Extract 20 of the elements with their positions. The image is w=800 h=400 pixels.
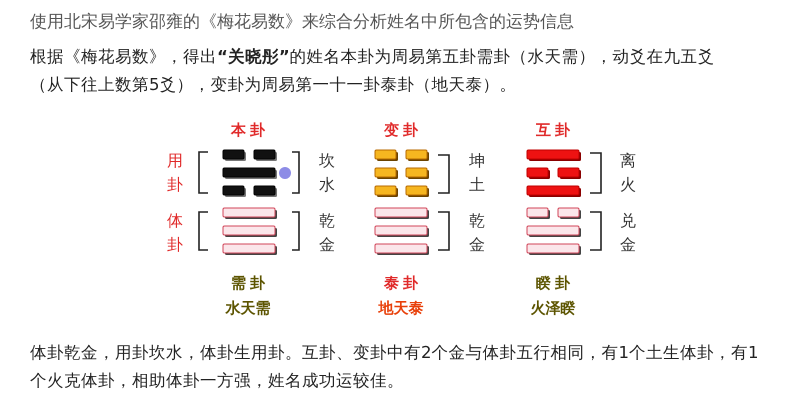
conclusion-paragraph: 体卦乾金，用卦坎水，体卦生用卦。互卦、变卦中有2个金与体卦五行相同，有1个土生体卦，有1个火克体卦，相助体卦一方强，姓名成功运较佳。: [30, 342, 760, 392]
intro-paragraph: 根据《梅花易数》，得出“关晓彤”的姓名本卦为周易第五卦需卦（水天需），动爻在九五爻（从下往上数第5爻），变卦为周易第一十一卦泰卦（地天泰）。: [30, 46, 716, 96]
trigram-label: 离火: [620, 150, 636, 196]
hexagram-title: 本卦: [230, 121, 269, 139]
hexagram-name: 睽卦: [535, 274, 574, 292]
hexagram-full-name: 水天需: [226, 299, 270, 317]
trigram-label: 乾金: [318, 210, 336, 256]
trigram-role-label: 用卦: [166, 150, 184, 196]
trigram-role-label: 体卦: [166, 210, 184, 256]
hexagram-full-name: 地天泰: [378, 299, 424, 317]
trigram-label: 坤土: [468, 150, 486, 196]
hexagram-name: 泰卦: [383, 274, 422, 292]
hexagram-full-name: 火泽睽: [530, 299, 576, 317]
hexagram-title: 互卦: [535, 121, 574, 139]
hexagram-name: 需卦: [230, 274, 269, 292]
hexagram-title: 变卦: [383, 121, 422, 139]
title-text: 使用北宋易学家邵雍的《梅花易数》来综合分析姓名中所包含的运势信息: [30, 11, 574, 33]
trigram-label: 兑金: [620, 210, 636, 256]
trigram-label: 乾金: [468, 210, 486, 256]
trigram-label: 坎水: [318, 150, 336, 196]
